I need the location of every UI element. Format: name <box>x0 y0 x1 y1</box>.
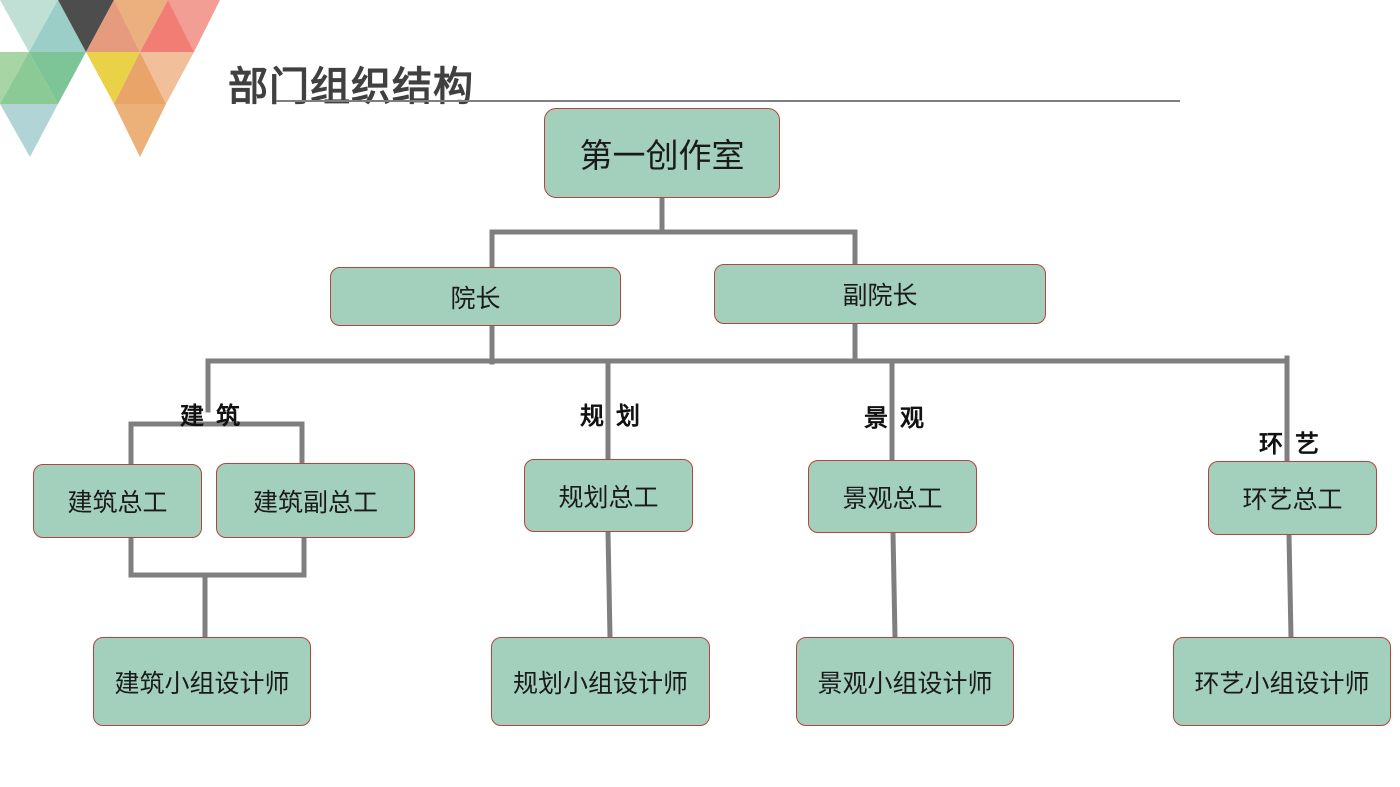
planning-head-to-team <box>605 529 613 640</box>
interior-head-to-team <box>1286 532 1294 640</box>
corner-triangle-decoration <box>0 0 220 157</box>
branch-label-interior: 环艺 <box>1259 430 1331 458</box>
team-node-architecture: 建筑小组设计师 <box>93 637 311 726</box>
head-node-landscape-chief: 景观总工 <box>808 460 977 533</box>
root-to-leaders-connector <box>489 195 858 270</box>
title-underline <box>276 100 1180 102</box>
slide-title: 部门组织结构 <box>228 64 474 110</box>
architecture-heads-bracket <box>128 421 305 467</box>
head-node-interior-chief: 环艺总工 <box>1208 461 1377 535</box>
head-node-architecture-deputy: 建筑副总工 <box>216 463 415 538</box>
landscape-head-to-team <box>890 530 898 640</box>
team-node-planning: 规划小组设计师 <box>491 637 710 726</box>
head-node-architecture-chief: 建筑总工 <box>33 464 202 538</box>
branch-label-architecture: 建筑 <box>180 402 252 430</box>
leaders-to-branches-bus <box>205 321 1290 463</box>
branch-label-planning: 规划 <box>580 402 652 430</box>
team-node-landscape: 景观小组设计师 <box>796 637 1014 726</box>
branch-label-landscape: 景观 <box>864 404 936 432</box>
team-node-interior: 环艺小组设计师 <box>1173 637 1391 726</box>
head-node-planning-chief: 规划总工 <box>524 459 693 532</box>
leader-node-dean: 院长 <box>330 267 621 326</box>
root-node: 第一创作室 <box>544 108 780 198</box>
leader-node-vice-dean: 副院长 <box>714 264 1046 324</box>
architecture-heads-join <box>128 535 307 640</box>
